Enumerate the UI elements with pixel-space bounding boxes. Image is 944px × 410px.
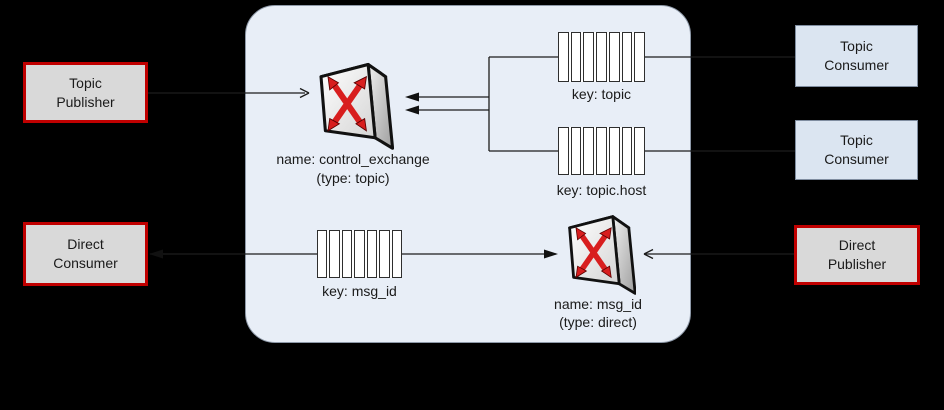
queue-msg-id — [317, 230, 402, 278]
queue-topic — [558, 32, 646, 82]
queue-topic-label: key: topic — [571, 86, 632, 102]
queue-cell — [608, 127, 620, 175]
topic-consumer-1-box: Topic Consumer — [795, 25, 918, 87]
queue-cell — [366, 230, 378, 278]
topic-exchange-name-label: name: control_exchange — [276, 151, 430, 167]
direct-exchange-icon — [568, 215, 636, 295]
topic-consumer-2-box: Topic Consumer — [795, 120, 918, 180]
direct-publisher-label: Direct Publisher — [827, 237, 887, 272]
direct-consumer-label: Direct Consumer — [53, 236, 118, 271]
queue-cell — [558, 127, 569, 175]
queue-cell — [634, 32, 646, 82]
queue-cell — [570, 32, 582, 82]
direct-exchange-name-label: name: msg_id — [554, 296, 642, 312]
queue-cell — [379, 230, 390, 278]
topic-publisher-box: Topic Publisher — [23, 62, 148, 123]
queue-cell — [596, 127, 607, 175]
queue-cell — [558, 32, 569, 82]
queue-topic-host — [558, 127, 646, 175]
solid-arrowhead-into-direct-consumer — [149, 249, 163, 259]
queue-cell — [329, 230, 340, 278]
queue-cell — [621, 32, 633, 82]
direct-consumer-box: Direct Consumer — [23, 222, 148, 286]
topic-exchange-type-label: (type: topic) — [316, 170, 390, 186]
queue-cell — [354, 230, 365, 278]
queue-cell — [634, 127, 646, 175]
topic-consumer-1-label: Topic Consumer — [824, 38, 889, 73]
queue-cell — [621, 127, 633, 175]
topic-exchange-icon — [319, 62, 394, 150]
queue-cell — [570, 127, 582, 175]
queue-cell — [583, 127, 595, 175]
queue-cell — [341, 230, 353, 278]
topic-publisher-label: Topic Publisher — [56, 74, 115, 110]
queue-msg-id-label: key: msg_id — [322, 283, 397, 299]
direct-exchange-type-label: (type: direct) — [559, 314, 637, 330]
queue-topic-host-label: key: topic.host — [556, 182, 647, 198]
queue-cell — [596, 32, 607, 82]
queue-cell — [583, 32, 595, 82]
queue-cell — [608, 32, 620, 82]
queue-cell — [317, 230, 328, 278]
topic-consumer-2-label: Topic Consumer — [824, 132, 889, 167]
direct-publisher-box: Direct Publisher — [794, 225, 920, 285]
queue-cell — [391, 230, 402, 278]
